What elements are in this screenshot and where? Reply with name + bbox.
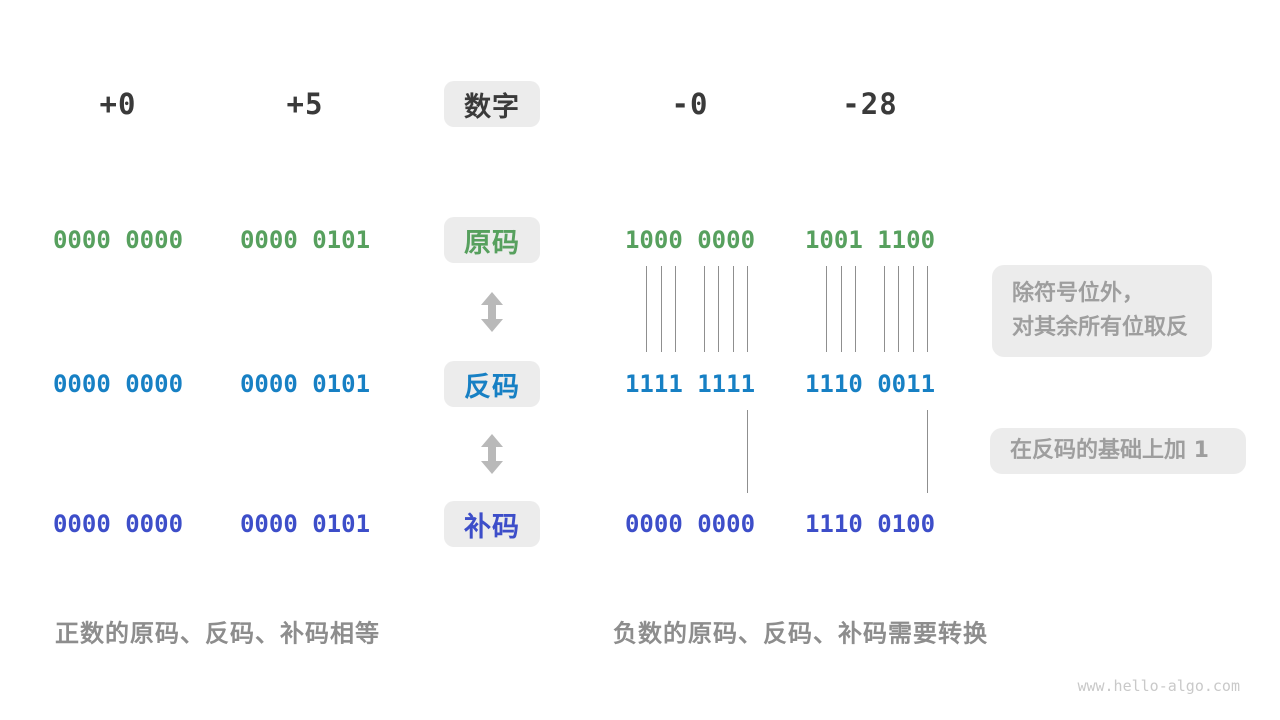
sign-magnitude-value-plus-zero: 0000 0000 [52, 226, 184, 254]
bit-tick-line [747, 410, 749, 493]
ones-complement-value-plus-zero: 0000 0000 [52, 370, 184, 398]
bit-tick-line [855, 266, 857, 352]
bit-tick-line [912, 266, 914, 352]
add-one-tick-minus-28 [805, 410, 935, 493]
positive-numbers-caption: 正数的原码、反码、补码相等 [55, 619, 380, 648]
header-label-minus-28: -28 [842, 87, 898, 121]
header-label-plus-zero: +0 [99, 87, 137, 121]
sign-magnitude-value-plus-five: 0000 0101 [239, 226, 371, 254]
bit-tick-line [703, 266, 705, 352]
ones-complement-pill: 反码 [444, 361, 540, 407]
bit-tick-line [840, 266, 842, 352]
add-one-tick-minus-zero [625, 410, 755, 493]
add-one-note-text: 在反码的基础上加 1 [1010, 438, 1209, 463]
bit-tick-line [747, 266, 749, 352]
bit-tick-line [927, 410, 929, 493]
invert-bits-ticks-minus-zero [625, 266, 755, 352]
invert-bits-note-line2: 对其余所有位取反 [1012, 315, 1189, 340]
bit-tick-line [675, 266, 677, 352]
bit-tick-line [732, 266, 734, 352]
double-arrow-icon [481, 434, 503, 474]
twos-complement-value-minus-28: 1110 0100 [804, 510, 936, 538]
invert-bits-ticks-minus-28 [805, 266, 935, 352]
twos-complement-value-plus-zero: 0000 0000 [52, 510, 184, 538]
ones-complement-value-plus-five: 0000 0101 [239, 370, 371, 398]
add-one-note: 在反码的基础上加 1 [990, 428, 1246, 474]
invert-bits-note: 除符号位外， 对其余所有位取反 [992, 265, 1212, 357]
bit-tick-line [883, 266, 885, 352]
header-label-minus-zero: -0 [671, 87, 709, 121]
ones-complement-value-minus-28: 1110 0011 [804, 370, 936, 398]
bit-tick-line [898, 266, 900, 352]
bit-tick-line [660, 266, 662, 352]
site-watermark: www.hello-algo.com [1077, 677, 1240, 695]
double-arrow-icon [481, 292, 503, 332]
negative-numbers-caption: 负数的原码、反码、补码需要转换 [613, 619, 988, 648]
twos-complement-value-plus-five: 0000 0101 [239, 510, 371, 538]
sign-magnitude-value-minus-zero: 1000 0000 [624, 226, 756, 254]
twos-complement-value-minus-zero: 0000 0000 [624, 510, 756, 538]
header-label-plus-five: +5 [286, 87, 324, 121]
bit-tick-line [927, 266, 929, 352]
ones-complement-value-minus-zero: 1111 1111 [624, 370, 756, 398]
sign-magnitude-pill: 原码 [444, 217, 540, 263]
sign-magnitude-value-minus-28: 1001 1100 [804, 226, 936, 254]
twos-complement-pill: 补码 [444, 501, 540, 547]
invert-bits-note-line1: 除符号位外， [1012, 281, 1145, 306]
header-pill-number: 数字 [444, 81, 540, 127]
bit-tick-line [718, 266, 720, 352]
bit-tick-line [826, 266, 828, 352]
bit-tick-line [646, 266, 648, 352]
